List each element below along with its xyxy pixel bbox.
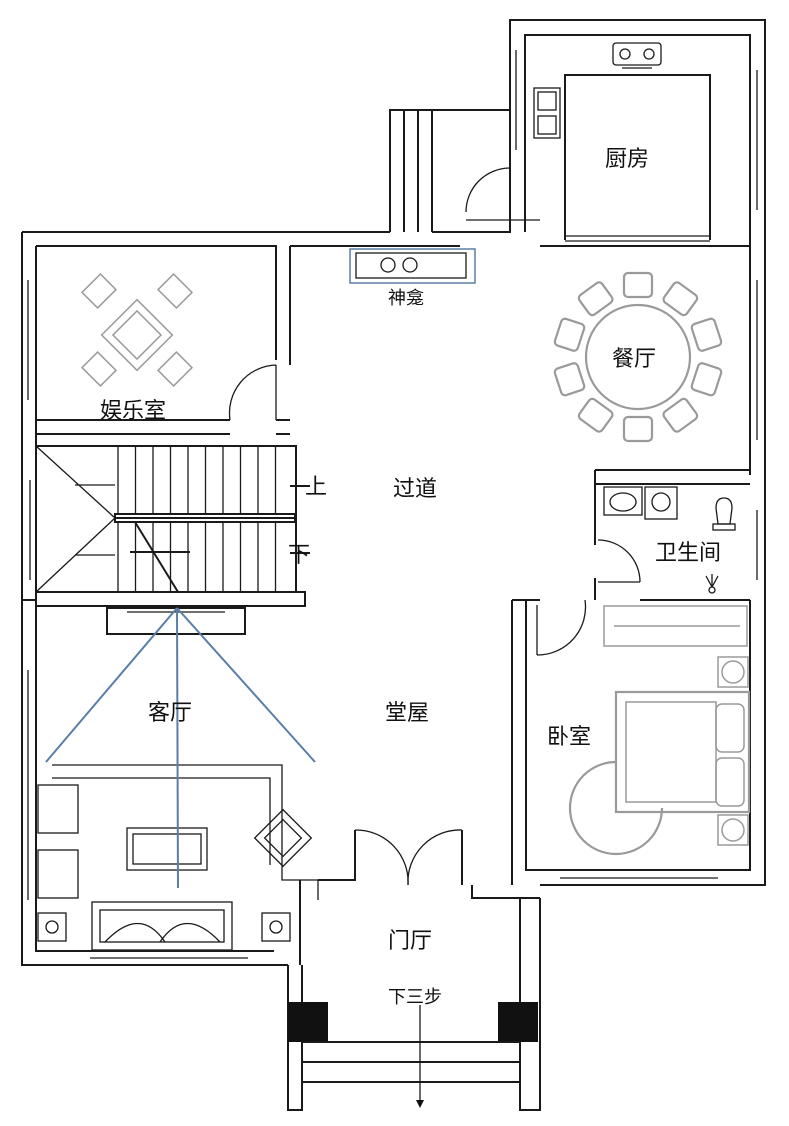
side-table-icon	[253, 808, 313, 868]
washbasin-icon	[603, 486, 643, 516]
tv-cabinet-icon	[106, 607, 246, 635]
dining-chair	[662, 281, 699, 317]
label-dining: 餐厅	[612, 346, 656, 371]
washing-machine-icon	[644, 486, 678, 520]
dining-chair	[690, 317, 723, 352]
label-bathroom: 卫生间	[655, 540, 721, 565]
dining-chair	[690, 362, 723, 397]
round-dining-table-icon	[553, 271, 723, 443]
right-column	[498, 1002, 538, 1042]
shrine-altar-icon	[349, 248, 476, 284]
shower-icon	[705, 574, 719, 594]
toilet-icon	[712, 497, 736, 531]
dining-chair	[577, 281, 614, 317]
dining-chair	[622, 415, 654, 443]
dining-chair	[662, 397, 699, 433]
label-kitchen: 厨房	[605, 146, 649, 171]
label-main-hall: 堂屋	[385, 700, 429, 725]
label-stair-up: 上	[305, 474, 327, 499]
label-corridor: 过道	[393, 476, 437, 501]
sofa-icon	[37, 784, 291, 951]
label-steps-down: 下三步	[388, 987, 442, 1007]
label-shrine: 神龛	[388, 288, 424, 308]
dining-chair	[577, 397, 614, 433]
dining-chair	[553, 317, 586, 352]
dining-chair	[553, 362, 586, 397]
double-bed-icon	[568, 656, 751, 856]
wardrobe-icon	[603, 605, 748, 647]
view-lines	[45, 607, 316, 889]
label-bedroom: 卧室	[547, 724, 591, 749]
label-living: 客厅	[148, 700, 192, 725]
coffee-table-icon	[126, 827, 208, 871]
kitchen-sliding-door	[565, 235, 710, 242]
label-foyer: 门厅	[388, 928, 432, 953]
dining-chair	[622, 271, 654, 299]
sink-icon	[533, 87, 561, 139]
left-column	[288, 1002, 328, 1042]
front-porch	[288, 1002, 538, 1108]
label-entertainment: 娱乐室	[100, 398, 166, 423]
label-stair-down: 下	[288, 542, 310, 567]
doors	[228, 167, 641, 886]
stove-icon	[612, 42, 662, 69]
back-steps	[389, 109, 510, 232]
main-staircase	[35, 445, 310, 593]
mahjong-table-icon	[80, 272, 194, 388]
